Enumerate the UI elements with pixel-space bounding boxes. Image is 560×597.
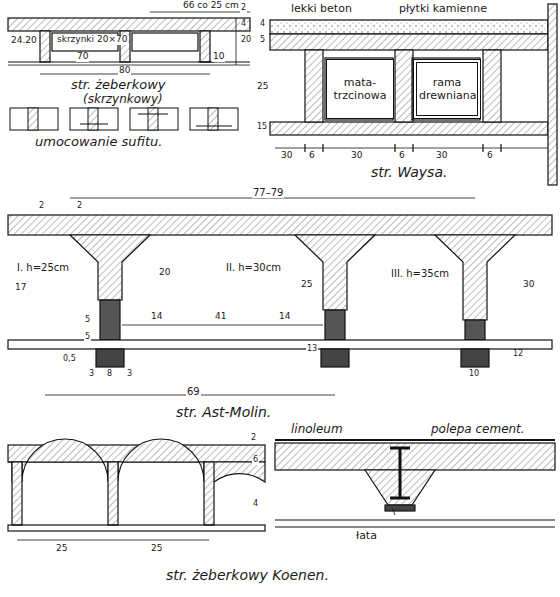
- dimension: 25: [55, 544, 68, 554]
- variant-label: III. h=35cm: [390, 268, 450, 279]
- dimension: 10: [468, 370, 480, 379]
- dimension: 15: [256, 123, 268, 132]
- part-name: lekki beton: [290, 3, 353, 15]
- dimension: 2: [38, 202, 45, 211]
- dimension: 25: [150, 544, 163, 554]
- dimension: 20: [158, 268, 171, 278]
- dimension: 30: [435, 151, 448, 161]
- dimension: 5: [84, 316, 91, 325]
- figure-title: str. Waysa.: [370, 165, 448, 180]
- dimension: 4: [240, 20, 247, 29]
- figure-title: str. Ast-Molin.: [175, 405, 272, 420]
- dimension: 6: [398, 151, 406, 161]
- dimension: 5: [84, 333, 91, 342]
- part-name: polepa cement.: [430, 423, 526, 436]
- dimension: 30: [522, 280, 535, 290]
- dimension: 41: [214, 312, 227, 322]
- dimension: 14: [150, 312, 163, 322]
- dimension: 4: [252, 500, 259, 509]
- dimension: 80: [118, 66, 131, 76]
- dimension: 24.20: [10, 36, 38, 46]
- part-name: skrzynki 20×70: [56, 35, 128, 45]
- dimension: 20: [240, 36, 252, 45]
- node-label: mata- trzcinowa: [332, 76, 388, 102]
- dimension: 13: [306, 345, 318, 354]
- dimension: 69: [186, 386, 201, 397]
- filler-box: rama drewniana: [413, 59, 481, 119]
- dimension: 6: [308, 151, 316, 161]
- dimension: 12: [512, 350, 524, 359]
- dimension: 3: [126, 370, 133, 379]
- part-name: linoleum: [290, 423, 344, 436]
- dimension: 6: [486, 151, 494, 161]
- part-name: płytki kamienne: [398, 3, 488, 15]
- variant-label: I. h=25cm: [16, 262, 70, 273]
- dimension: 77–79: [252, 187, 284, 198]
- dimension: 2: [240, 4, 247, 13]
- part-name: łata: [355, 530, 378, 542]
- dimension: 8: [106, 370, 113, 379]
- dimension: 66 co 25 cm: [182, 1, 240, 11]
- variant-label: II. h=30cm: [225, 262, 282, 273]
- dimension: 30: [280, 151, 293, 161]
- dimension: 17: [14, 283, 27, 293]
- dimension: 5: [259, 36, 266, 45]
- dimension: 70: [76, 52, 89, 62]
- filler-box: mata- trzcinowa: [326, 59, 394, 119]
- dimension: 6: [252, 456, 259, 465]
- dimension: 25: [256, 82, 269, 92]
- dimension: 3: [88, 370, 95, 379]
- figure-title: str. żeberkowy: [70, 78, 167, 92]
- figure-title: str. żeberkowy Koenen.: [165, 568, 330, 583]
- dimension: 25: [300, 280, 313, 290]
- figure-title: umocowanie sufitu.: [34, 135, 163, 149]
- dimension: 2: [250, 434, 257, 443]
- figure-title: (skrzynkowy): [82, 93, 164, 106]
- dimension: 2: [76, 202, 83, 211]
- dimension: 0,5: [62, 355, 77, 364]
- dimension: 30: [350, 151, 363, 161]
- dimension: 10: [212, 52, 225, 62]
- dimension: 4: [259, 20, 266, 29]
- node-label: rama drewniana: [419, 76, 475, 102]
- dimension: 14: [278, 312, 291, 322]
